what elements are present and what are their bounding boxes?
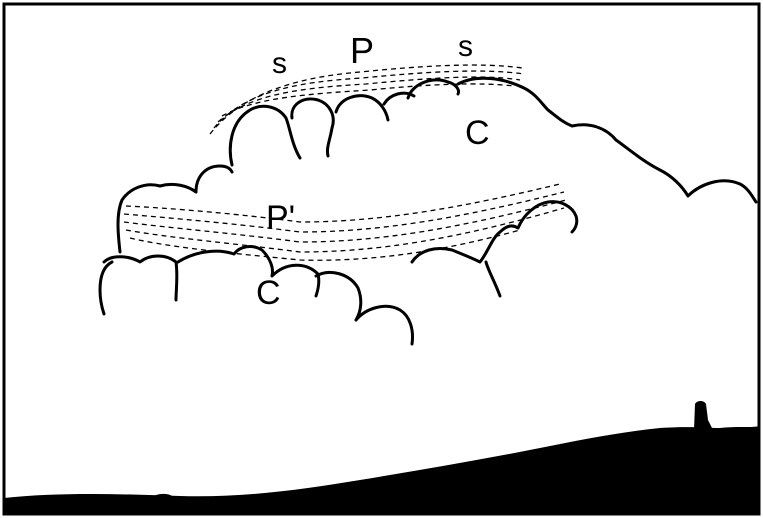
- ground-silhouette: [4, 426, 759, 514]
- label-s-right: s: [458, 30, 473, 63]
- standing-figure: [694, 401, 712, 430]
- label-c-upper: C: [465, 114, 490, 152]
- label-p-top: P: [350, 30, 374, 71]
- label-s-left: s: [272, 47, 287, 80]
- label-p-lower: P': [266, 199, 295, 237]
- label-c-lower: C: [256, 274, 281, 312]
- upper-cloud-outline: [230, 78, 756, 202]
- lower-stratus-band: [124, 184, 566, 260]
- lower-cloud-outline: [100, 166, 577, 344]
